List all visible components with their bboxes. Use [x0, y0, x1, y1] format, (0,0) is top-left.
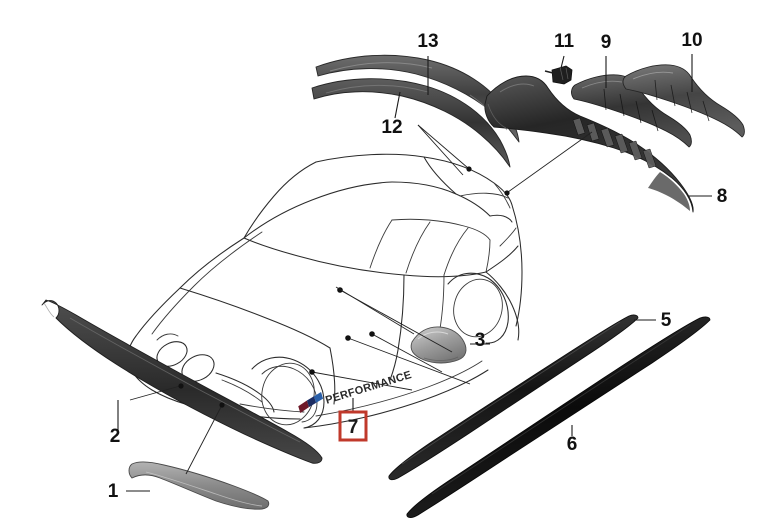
part-front-splitter-lip[interactable] — [128, 461, 270, 510]
part-rear-diffuser[interactable] — [484, 75, 694, 213]
part-side-sill-upper[interactable] — [388, 314, 639, 481]
part-side-sill-lower[interactable] — [406, 316, 711, 518]
callout-2[interactable]: 2 — [110, 426, 121, 447]
leader-lines — [117, 54, 712, 492]
part-rear-spoiler-lower[interactable] — [311, 78, 511, 168]
callout-5[interactable]: 5 — [661, 310, 672, 331]
vehicle-outline — [127, 153, 523, 429]
callout-labels: 1 2 3 5 6 7 8 9 10 11 12 13 — [108, 30, 728, 502]
highlight-box-7 — [338, 410, 368, 442]
callout-3[interactable]: 3 — [475, 330, 486, 351]
callout-9[interactable]: 9 — [601, 32, 612, 53]
part-mounting-clip[interactable] — [544, 65, 573, 85]
callout-13[interactable]: 13 — [417, 31, 438, 52]
part-diffuser-insert-right[interactable] — [622, 64, 745, 138]
callout-12[interactable]: 12 — [381, 117, 402, 138]
part-front-spoiler-blade[interactable] — [41, 299, 323, 464]
callout-8[interactable]: 8 — [717, 186, 728, 207]
callout-10[interactable]: 10 — [681, 30, 702, 51]
callout-11[interactable]: 11 — [554, 31, 575, 52]
callout-6[interactable]: 6 — [567, 434, 578, 455]
callout-7[interactable]: 7 — [348, 417, 359, 438]
callout-1[interactable]: 1 — [108, 481, 119, 502]
